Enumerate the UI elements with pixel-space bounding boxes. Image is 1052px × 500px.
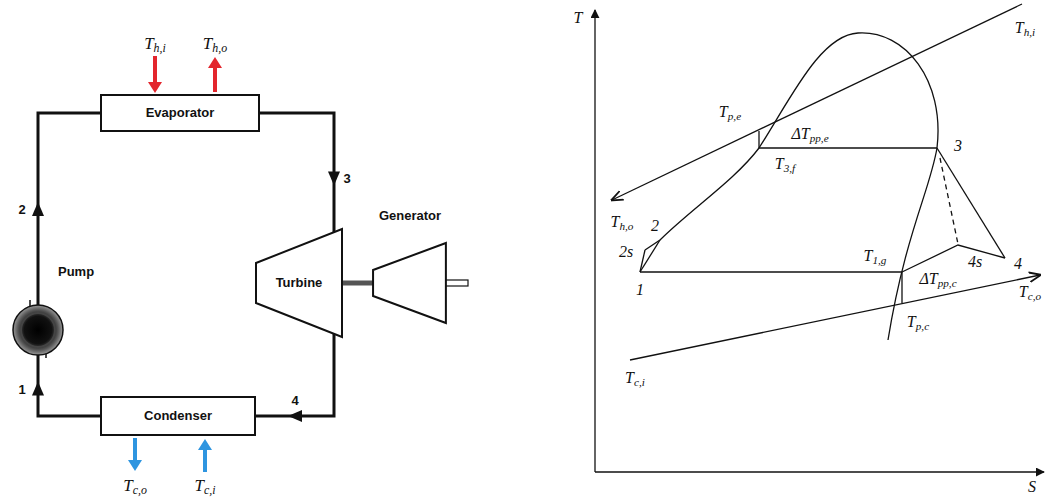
- hot-stream-arrows: [148, 56, 222, 93]
- turbine-outline: [256, 229, 342, 337]
- symbol-main: T: [625, 369, 634, 386]
- pinch-tick: [758, 131, 759, 148]
- symbol-main: T: [907, 313, 916, 330]
- symbol-main: T: [194, 476, 203, 495]
- state-point-label: 1: [635, 282, 645, 298]
- state-number: 4: [290, 393, 299, 408]
- shaft-connector: [342, 281, 373, 286]
- symbol-subscript: c,o: [133, 483, 147, 497]
- state-point-label: 2: [650, 218, 660, 234]
- state-point-label: Th,o: [610, 214, 635, 230]
- symbol-subscript: pp,e: [810, 132, 829, 144]
- pipe-connector: [260, 113, 334, 232]
- state-point-label: Tp,c: [906, 314, 930, 330]
- state-number: 3: [342, 171, 351, 186]
- evaporator-box: Evaporator: [100, 94, 260, 132]
- node-label: Pump: [58, 264, 94, 280]
- pump-actual-line: [640, 240, 660, 272]
- pump-symbol: Pump: [8, 262, 108, 358]
- node-label: Generator: [372, 208, 448, 224]
- t-axis: [594, 10, 595, 472]
- pump-impeller: [21, 313, 55, 347]
- evaporation-line: [759, 147, 937, 148]
- symbol-main: T: [775, 155, 784, 172]
- pinch-tick: [901, 272, 902, 303]
- symbol-main: T: [123, 476, 132, 495]
- flow-arrowhead: [32, 382, 44, 396]
- state-point-label: 4s: [967, 254, 983, 270]
- pump-line: [645, 240, 660, 250]
- symbol-main: T: [144, 34, 153, 53]
- state-point-label: ΔTpp,c: [918, 271, 957, 287]
- generator-outline: [373, 243, 446, 323]
- symbol-subscript: p,c: [916, 320, 929, 332]
- state-number: 2: [17, 202, 26, 217]
- ts-diagram: [595, 4, 1044, 472]
- symbol-subscript: h,i: [1024, 26, 1036, 38]
- stream-temperature-label: Tc,i: [194, 478, 215, 494]
- heat-sink-line: [630, 275, 1040, 360]
- saturation-dome: [660, 33, 938, 340]
- symbol-main: T: [203, 34, 212, 53]
- cold-stream-arrows: [128, 438, 212, 472]
- pump-circle: [13, 305, 63, 355]
- state-point-label: S: [1027, 479, 1037, 495]
- symbol-subscript: h,o: [619, 220, 633, 232]
- condenser-box: Condenser: [100, 396, 256, 436]
- stream-temperature-label: Th,o: [203, 36, 227, 52]
- state-point-label: 4: [1013, 256, 1023, 272]
- flow-arrowhead: [288, 410, 302, 422]
- isentropic-expansion-line: [940, 158, 958, 244]
- pipe-connector: [256, 334, 334, 416]
- generator-symbol: Generator: [372, 208, 448, 326]
- state-point-label: ΔTpp,e: [790, 126, 829, 142]
- turbine-symbol: Turbine: [255, 228, 343, 338]
- generator-drawing: [372, 208, 448, 326]
- symbol-main: T: [1015, 19, 1024, 36]
- symbol-subscript: h,o: [212, 41, 227, 55]
- flow-arrowhead: [32, 202, 44, 216]
- node-label: Turbine: [276, 275, 323, 291]
- state-number: 1: [17, 381, 26, 396]
- symbol-main: T: [864, 247, 873, 264]
- symbol-subscript: c,i: [634, 376, 645, 388]
- state-point-label: Tc,i: [624, 370, 646, 386]
- symbol-subscript: pp,c: [938, 277, 957, 289]
- symbol-subscript: c,i: [204, 483, 216, 497]
- symbol-main: T: [1019, 283, 1028, 300]
- symbol-subscript: 1,g: [872, 254, 886, 266]
- node-label: Condenser: [144, 408, 212, 424]
- pipe-connector: [38, 355, 100, 416]
- stream-temperature-label: Th,i: [144, 36, 166, 52]
- symbol-main: T: [611, 213, 620, 230]
- state-point-label: 2s: [618, 244, 634, 260]
- symbol-subscript: 3,f: [784, 162, 796, 174]
- desuperheating-line: [902, 245, 1005, 272]
- state-point-label: T3,f: [774, 156, 796, 172]
- state-point-label: Th,i: [1014, 20, 1036, 36]
- pipe-connector: [38, 113, 100, 305]
- state-point-label: Tp,e: [718, 104, 742, 120]
- state-point-label: 3: [953, 138, 963, 154]
- symbol-subscript: p,e: [728, 110, 741, 122]
- symbol-main: ΔT: [919, 270, 937, 287]
- state-point-label: T: [573, 10, 584, 26]
- symbol-main: ΔT: [791, 125, 809, 142]
- symbol-subscript: h,i: [154, 41, 166, 55]
- symbol-main: T: [719, 103, 728, 120]
- symbol-subscript: c,o: [1028, 290, 1041, 302]
- state-point-label: T1,g: [863, 248, 888, 264]
- s-axis: [595, 471, 1044, 472]
- state-point-label: Tc,o: [1018, 284, 1042, 300]
- node-label: Evaporator: [146, 105, 215, 121]
- stream-temperature-label: Tc,o: [123, 478, 147, 494]
- expansion-line: [937, 148, 1005, 258]
- condensation-line: [640, 271, 902, 272]
- flow-arrowhead: [328, 171, 340, 185]
- heat-source-line: [612, 4, 1022, 200]
